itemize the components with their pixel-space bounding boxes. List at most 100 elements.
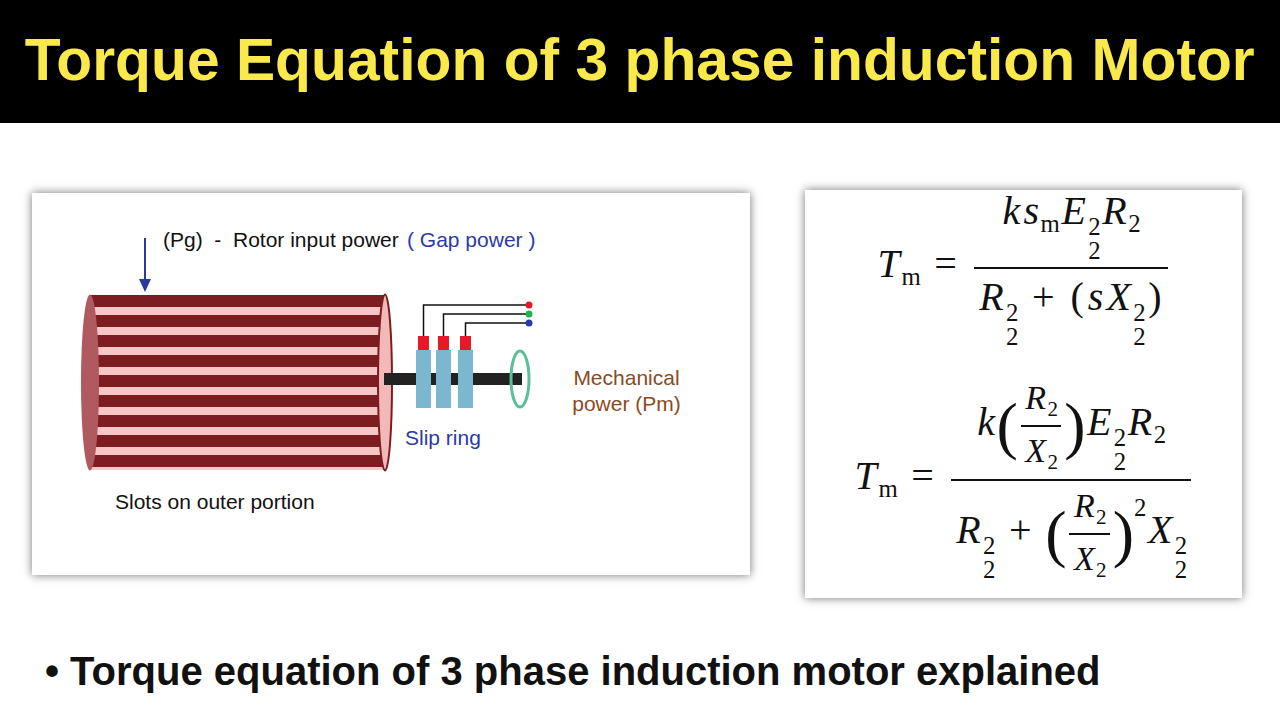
math-symbol: ) [1113,498,1134,569]
brush [438,336,449,350]
fraction: R2X2 [1069,486,1110,582]
rotor-bar [90,435,385,447]
rotor-bar [90,455,385,467]
math-symbol: + [1030,274,1057,319]
math-symbol: E [1085,399,1113,444]
torque-equation: Tm=ksmE22R2R22+(sX22) [876,188,1171,348]
math-symbol: 2 [1088,239,1100,263]
rotor-bar [90,295,385,307]
title: Torque Equation of 3 phase induction Mot… [25,22,1255,98]
numerator: ksmE22R2 [974,188,1168,267]
math-symbol: X [1073,540,1097,577]
super-sub-script: 22 [1114,426,1126,473]
math-symbol: 2 [983,558,995,582]
slip-ring [458,350,473,408]
denominator: R22+(sX22) [974,267,1168,348]
math-symbol: 2 [1114,450,1126,474]
denominator: X2 [1069,533,1110,582]
math-symbol: E [1060,188,1088,233]
math-symbol: T [853,453,878,498]
terminal-dot [526,311,533,318]
math-symbol: = [932,241,959,286]
math-symbol: ) [1064,390,1085,461]
max-torque-equation: Tm=k(R2X2)E22R2R22+(R2X2)2X22 [853,378,1194,582]
math-symbol: m [901,263,920,290]
rotor-bar [90,315,385,327]
math-symbol: 2 [1096,558,1107,582]
math-symbol: ( [1068,274,1086,319]
math-symbol: ) [1146,274,1164,319]
math-symbol: ( [1045,498,1066,569]
illustration-panel: (Pg) - Rotor input power ( Gap power ) Sli… [32,193,750,575]
math-symbol: 2 [983,534,995,558]
math-symbol: k [976,399,997,444]
math-symbol: m [878,475,897,502]
math-symbol: X [1105,274,1133,319]
math-symbol: 2 [1088,215,1100,239]
fraction: ksmE22R2R22+(sX22) [974,188,1168,348]
gap-power-label: ( Gap power ) [407,227,535,253]
math-symbol: 2 [1006,301,1018,325]
math-symbol: s [1022,188,1041,233]
fraction: R2X2 [1021,378,1062,474]
terminal-dot [526,302,533,309]
power-label: (Pg) - Rotor input power [163,227,399,253]
fraction: k(R2X2)E22R2R22+(R2X2)2X22 [951,378,1192,582]
shaft [384,373,522,385]
numerator: R2 [1021,378,1062,425]
math-symbol: R [1073,487,1097,524]
brush-wire [424,305,527,336]
math-symbol: k [1001,188,1022,233]
rotor-bar [90,335,385,347]
math-symbol: 2 [1047,450,1058,474]
mechanical-power-label: Mechanical power (Pm) [554,365,699,417]
rotor-end [81,295,99,471]
math-symbol: R [978,274,1006,319]
math-symbol: R [955,507,983,552]
brush-wire [466,323,527,336]
math-symbol: X [1146,507,1174,552]
brush-wire [444,314,527,336]
brush [460,336,471,350]
math-symbol: m [1041,210,1060,237]
terminal-dot [526,320,533,327]
math-symbol: = [909,453,936,498]
super-sub-script: 22 [1006,301,1018,348]
math-symbol: 2 [1134,494,1146,521]
slip-ring [416,350,431,408]
math-symbol: 2 [1128,210,1140,237]
rotor-core [90,295,385,470]
math-symbol: R [1101,188,1129,233]
slip-ring-label: Slip ring [405,425,481,451]
math-symbol: ( [997,390,1018,461]
math-symbol: 2 [1175,534,1187,558]
equation-panel: Tm=ksmE22R2R22+(sX22)Tm=k(R2X2)E22R2R22+… [805,190,1242,598]
denominator: R22+(R2X2)2X22 [951,479,1192,582]
math-symbol: 2 [1096,504,1107,528]
caption: • Torque equation of 3 phase induction m… [45,645,1101,697]
slots-label: Slots on outer portion [115,489,315,515]
math-symbol: R [1126,399,1154,444]
super-sub-script: 22 [1175,534,1187,581]
math-symbol: 2 [1047,397,1058,421]
super-sub-script: 22 [983,534,995,581]
math-symbol: 2 [1114,426,1126,450]
math-symbol: 2 [1154,421,1166,448]
brush [418,336,429,350]
shaft-end [511,351,529,407]
super-sub-script: 22 [1088,215,1100,262]
math-symbol: 2 [1133,301,1145,325]
slip-ring [436,350,451,408]
super-sub-script: 22 [1133,301,1145,348]
rotor-bar [90,415,385,427]
math-symbol: T [876,241,901,286]
rotor-bar [90,355,385,367]
math-symbol: R [1024,379,1048,416]
math-symbol: 2 [1006,325,1018,349]
math-symbol: 2 [1175,558,1187,582]
power-arrow [144,238,146,281]
rotor-bar [90,375,385,387]
arrow-head [139,279,151,292]
numerator: k(R2X2)E22R2 [951,378,1192,479]
math-symbol: s [1086,274,1105,319]
